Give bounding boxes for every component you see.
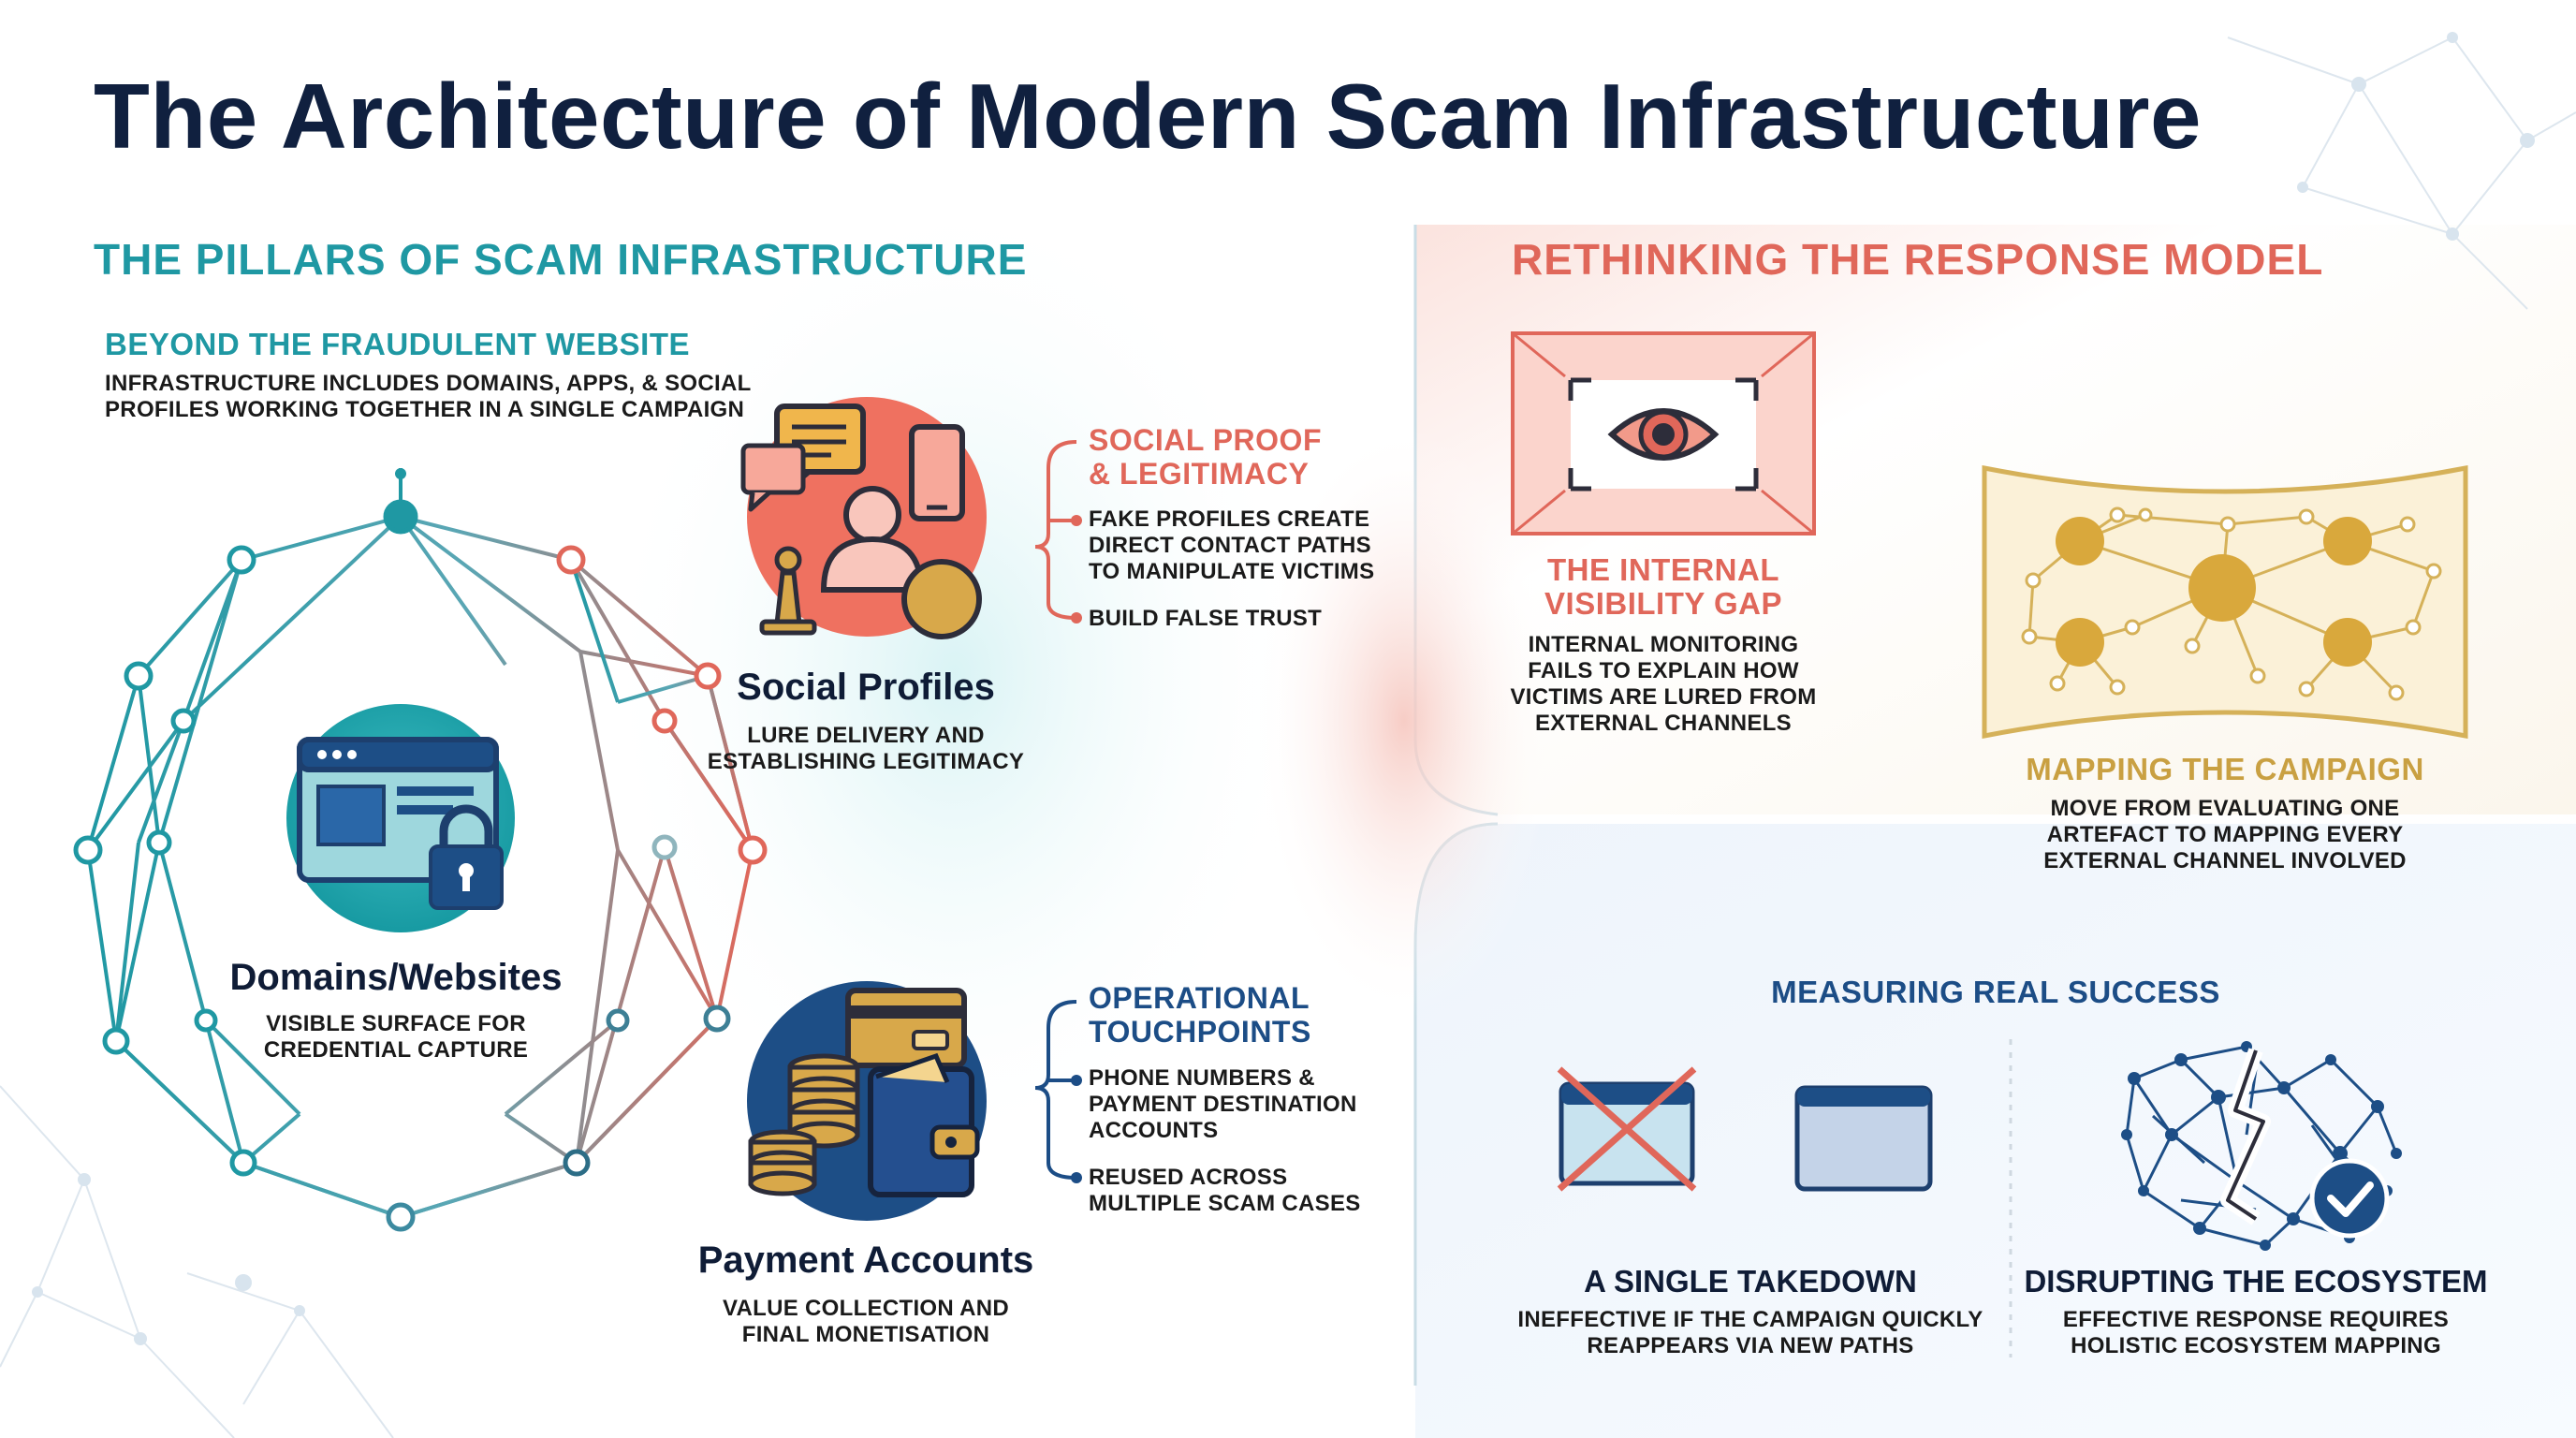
payment-line-1: VALUE COLLECTION AND [723, 1296, 1009, 1321]
gap-line-2: FAILS TO EXPLAIN HOW [1528, 658, 1799, 683]
payment-bullet-2-line-2: MULTIPLE SCAM CASES [1089, 1191, 1361, 1216]
social-line-1: LURE DELIVERY AND [747, 723, 985, 748]
ecosystem-line-2: HOLISTIC ECOSYSTEM MAPPING [2071, 1333, 2441, 1358]
social-bullet-1-line-3: TO MANIPULATE VICTIMS [1089, 559, 1375, 584]
campaign-map-icon [1982, 464, 2468, 740]
mapping-line-1: MOVE FROM EVALUATING ONE [2050, 796, 2400, 821]
visibility-gap-eye-icon [1511, 331, 1816, 536]
right-section-heading: RETHINKING THE RESPONSE MODEL [1512, 235, 2324, 284]
gap-line-4: EXTERNAL CHANNELS [1534, 711, 1792, 736]
intro-title: BEYOND THE FRAUDULENT WEBSITE [105, 327, 690, 361]
mapping-title: MAPPING THE CAMPAIGN [2026, 752, 2424, 786]
gap-line-3: VICTIMS ARE LURED FROM [1510, 684, 1817, 710]
social-bullet-2: BUILD FALSE TRUST [1089, 606, 1323, 631]
takedown-line-2: REAPPEARS VIA NEW PATHS [1587, 1333, 1914, 1358]
ecosystem-line-1: EFFECTIVE RESPONSE REQUIRES [2062, 1307, 2450, 1332]
payment-bullet-1-line-1: PHONE NUMBERS & [1089, 1065, 1315, 1091]
browser-lock-icon [297, 737, 504, 910]
intro-line-2: PROFILES WORKING TOGETHER IN A SINGLE CA… [105, 397, 745, 422]
social-bullet-1-line-2: DIRECT CONTACT PATHS [1089, 533, 1371, 558]
intro-line-1: INFRASTRUCTURE INCLUDES DOMAINS, APPS, &… [105, 371, 752, 396]
payment-title: Payment Accounts [697, 1240, 1034, 1281]
gap-line-1: INTERNAL MONITORING [1528, 632, 1799, 657]
payment-side-title-1: OPERATIONAL [1089, 981, 1310, 1015]
gap-title-2: VISIBILITY GAP [1544, 586, 1782, 621]
social-side-title-2: & LEGITIMACY [1089, 457, 1310, 491]
payment-side-title-2: TOUCHPOINTS [1089, 1015, 1311, 1049]
social-profiles-icon [740, 397, 987, 639]
failed-takedown-icon [1557, 1066, 1697, 1192]
social-line-2: ESTABLISHING LEGITIMACY [707, 749, 1025, 774]
takedown-title: A SINGLE TAKEDOWN [1584, 1264, 1917, 1299]
mapping-line-2: ARTEFACT TO MAPPING EVERY [2046, 822, 2404, 847]
social-side-title-1: SOCIAL PROOF [1089, 423, 1322, 457]
measuring-heading: MEASURING REAL SUCCESS [1771, 975, 2220, 1009]
payment-bracket [1034, 1000, 1082, 1183]
payment-bullet-1-line-3: ACCOUNTS [1089, 1118, 1219, 1143]
payment-line-2: FINAL MONETISATION [741, 1322, 990, 1347]
payment-bullet-2-line-1: REUSED ACROSS [1089, 1165, 1288, 1190]
browser-window-icon [1794, 1085, 1933, 1192]
takedown-line-1: INEFFECTIVE IF THE CAMPAIGN QUICKLY [1517, 1307, 1983, 1332]
domains-line-2: CREDENTIAL CAPTURE [263, 1037, 529, 1063]
left-section-heading: THE PILLARS OF SCAM INFRASTRUCTURE [94, 235, 1028, 284]
domains-title: Domains/Websites [229, 957, 563, 998]
payment-bullet-1-line-2: PAYMENT DESTINATION [1089, 1092, 1357, 1117]
social-bullet-1-line-1: FAKE PROFILES CREATE [1089, 506, 1370, 532]
social-title: Social Profiles [737, 667, 995, 708]
gap-title-1: THE INTERNAL [1547, 552, 1779, 587]
payment-accounts-icon [747, 981, 987, 1221]
mapping-line-3: EXTERNAL CHANNEL INVOLVED [2043, 848, 2407, 873]
ecosystem-title: DISRUPTING THE ECOSYSTEM [2024, 1264, 2488, 1299]
page-title: The Architecture of Modern Scam Infrastr… [94, 65, 2203, 168]
social-bracket [1034, 440, 1082, 624]
disrupted-network-icon [2121, 1041, 2402, 1251]
domains-line-1: VISIBLE SURFACE FOR [266, 1011, 526, 1036]
